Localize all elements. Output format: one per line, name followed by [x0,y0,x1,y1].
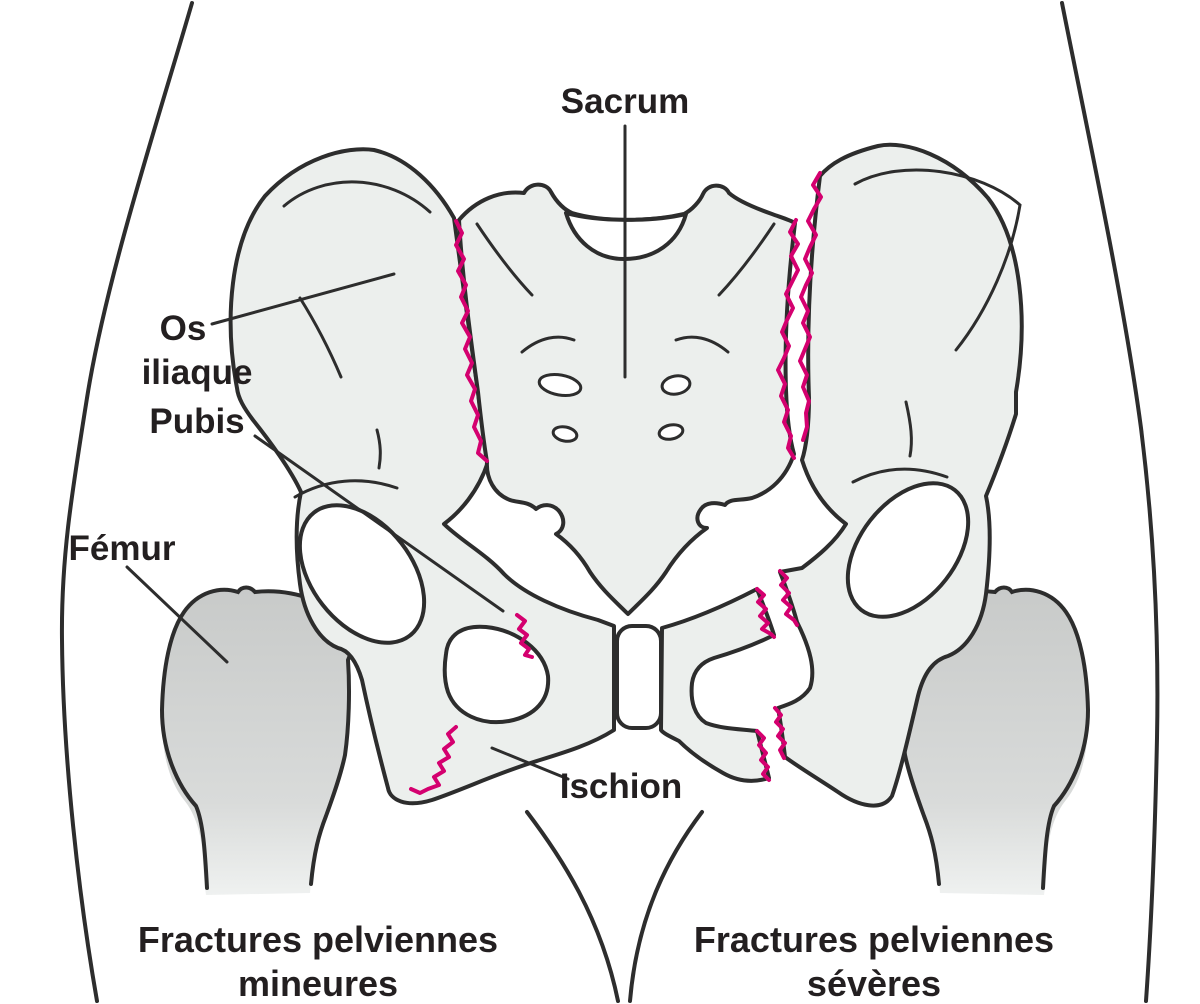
obturator-foramen-left [442,624,551,725]
fracture-ischium-left [409,725,458,795]
arcuate-line-right [904,400,913,458]
caption-right-line2: sévères [807,963,941,1004]
fracture-sacroiliac-left [454,219,489,463]
fracture-lines [409,171,823,795]
fracture-superior-ramus-right-lateral [778,569,799,627]
acetabulum-left [297,503,427,645]
pubic-symphysis [615,624,663,730]
body-outline-right [1060,1,1160,1003]
groin-crease-left [525,810,620,1003]
fracture-sacroiliac-right-outer [798,171,823,442]
body-outline-left [59,1,194,1003]
fracture-inferior-ramus-right-medial [755,729,771,782]
leader-lines [125,124,627,781]
label-sacrum: Sacrum [561,82,689,121]
iliac-crest-inner-line-right [853,168,1022,352]
joint-details [293,467,971,730]
femur-left-shape [161,587,360,895]
sacral-foramen-lower-right [657,423,685,441]
acetabulum-rim-line-right [851,467,949,484]
caption-left-line1: Fractures pelviennes [138,919,498,960]
leader-femur [125,565,229,664]
leader-ischion [490,746,570,781]
ilium-ischium-right-fragment [776,142,1024,808]
acetabulum-right [845,481,971,619]
labels: Sacrum Os iliaque Pubis Fémur Ischion Fr… [69,82,1055,1004]
hip-bone-right [659,142,1024,808]
sacral-ala-line-left [475,222,534,297]
acetabulum-rim-line-left [293,479,399,499]
fracture-pubic-ramus-left [515,613,534,659]
sacral-foramen-upper-left [537,372,583,398]
sacral-foramen-upper-right [660,374,692,396]
sacral-arc-right [674,335,730,354]
fracture-inferior-ramus-right-lateral [773,706,787,760]
fracture-sacroiliac-right-inner [776,218,800,460]
leader-os-iliaque [210,272,396,326]
groin-crease-right [628,810,704,1003]
caption-left-line2: mineures [238,963,398,1004]
leader-pubis [253,434,505,613]
arcuate-line-left [375,428,382,470]
label-pubis: Pubis [149,402,244,441]
label-os-iliaque-line2: iliaque [142,353,253,392]
label-femur: Fémur [69,529,176,568]
sacral-foramen-lower-left [551,425,579,443]
body-outline [59,1,1160,1003]
sacral-arc-left [520,335,576,354]
label-os-iliaque-line1: Os [160,309,207,348]
pubis-right-fragment [659,587,776,783]
sacrum [457,182,797,616]
label-ischion: Ischion [560,767,683,806]
sacral-ala-line-right [717,222,776,297]
femur-right-shape [890,587,1089,895]
caption-right-line1: Fractures pelviennes [694,919,1054,960]
fracture-superior-ramus-right-medial [755,587,776,639]
iliac-fossa-line-left [298,296,343,379]
iliac-crest-inner-line-left [282,180,432,214]
